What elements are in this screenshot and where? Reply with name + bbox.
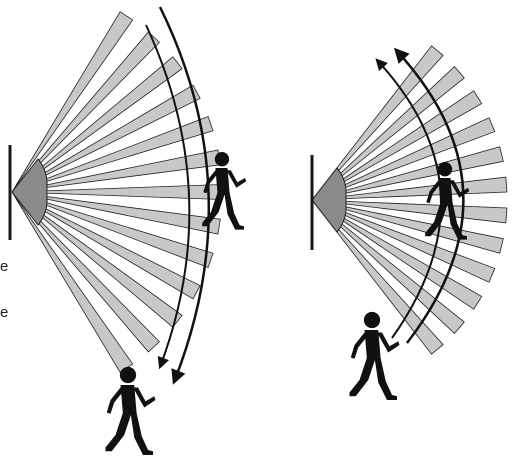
cropped-text-fragment: e — [0, 305, 8, 320]
left-sensor-core — [12, 159, 47, 225]
detection-beam-icon — [12, 12, 133, 192]
walking-person-icon — [106, 367, 156, 455]
walking-person-icon — [350, 312, 400, 400]
left-scene — [10, 7, 246, 455]
right-sensor-core — [312, 168, 346, 232]
right-scene — [312, 46, 507, 400]
cropped-text-fragment: e — [0, 259, 8, 274]
detection-beam-icon — [12, 192, 133, 372]
